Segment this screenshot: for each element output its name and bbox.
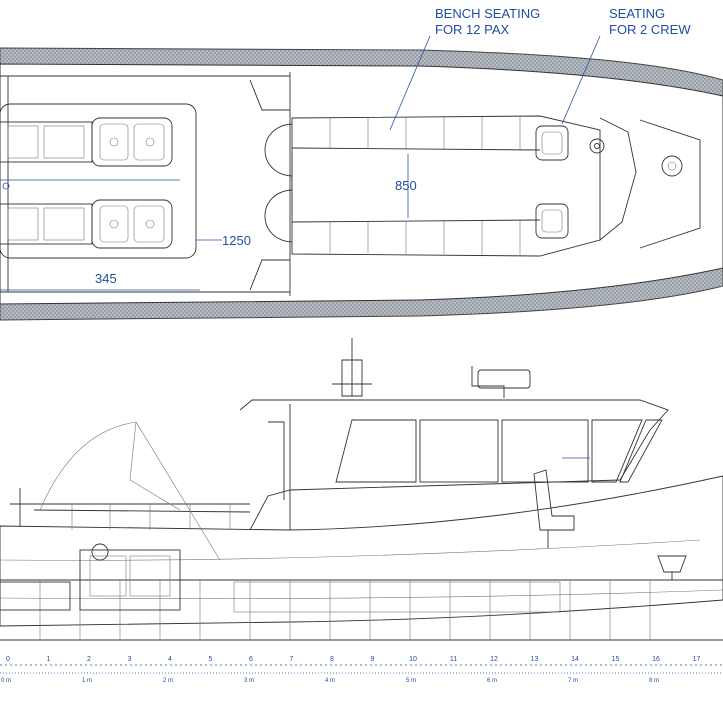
- scale-unit-label: 2 m: [163, 678, 173, 684]
- antenna-mast: [341, 338, 363, 397]
- scale-tick-label: 15: [612, 656, 620, 663]
- bow-hatch: [661, 155, 683, 177]
- scale-tick-label: 3: [128, 656, 132, 663]
- engine-upper: [0, 117, 173, 167]
- scale-tick-label: 13: [531, 656, 539, 663]
- scale-tick-label: 9: [371, 656, 375, 663]
- steering-wheel-icon: [589, 138, 605, 154]
- crew-seating-label-line1: SEATING: [609, 6, 665, 21]
- scale-unit-label: 5 m: [406, 678, 416, 684]
- wheelhouse: [239, 399, 669, 531]
- deck-outline: [0, 63, 723, 305]
- bench-seating-label-line1: BENCH SEATING: [435, 6, 540, 21]
- bench-seating-label-line2: FOR 12 PAX: [435, 22, 510, 37]
- engine-bay: [0, 103, 197, 259]
- bow-fitting: [657, 555, 687, 573]
- scale-tick-label: 1: [47, 656, 51, 663]
- scale-tick-label: 12: [490, 656, 498, 663]
- engine-profile: [0, 543, 181, 611]
- dimension-stern: 345: [95, 271, 117, 286]
- plan-view: 850 1250 345 BENCH SEATING FOR 12 PAX SE…: [0, 6, 723, 321]
- scale-tick-label: 10: [409, 656, 417, 663]
- scale-unit-label: 7 m: [568, 678, 578, 684]
- crew-seat-1: [535, 125, 569, 161]
- scale-tick-label: 11: [450, 656, 457, 663]
- scale-unit-label: 4 m: [325, 678, 335, 684]
- dimension-engine-bay: 1250: [222, 233, 251, 248]
- hull-profile: [0, 475, 723, 627]
- crew-seat-profile: [533, 469, 575, 531]
- scale-tick-label: 5: [209, 656, 213, 663]
- scale-unit-label: 1 m: [82, 678, 92, 684]
- scale-tick-label: 4: [168, 656, 172, 663]
- dimension-width: 850: [395, 178, 417, 193]
- scale-tick-label: 0: [6, 656, 10, 663]
- scale-tick-label: 14: [571, 656, 579, 663]
- wheelhouse-windows: [335, 419, 663, 483]
- scale-unit-label: 8 m: [649, 678, 659, 684]
- scale-unit-label: 3 m: [244, 678, 254, 684]
- engine-lower: [0, 199, 173, 249]
- profile-view: [0, 338, 723, 641]
- scale-tick-label: 6: [249, 656, 253, 663]
- scale-tick-label: 2: [87, 656, 91, 663]
- radar-dome: [477, 369, 531, 389]
- scale-tick-label: 16: [652, 656, 660, 663]
- scale-tick-label: 8: [330, 656, 334, 663]
- scale-unit-label: 6 m: [487, 678, 497, 684]
- scale-unit-label: 0 m: [1, 678, 11, 684]
- scale-tick-label: 7: [290, 656, 294, 663]
- crew-seating-label-line2: FOR 2 CREW: [609, 22, 691, 37]
- crew-seat-2: [535, 203, 569, 239]
- scale-tick-label: 17: [693, 656, 701, 663]
